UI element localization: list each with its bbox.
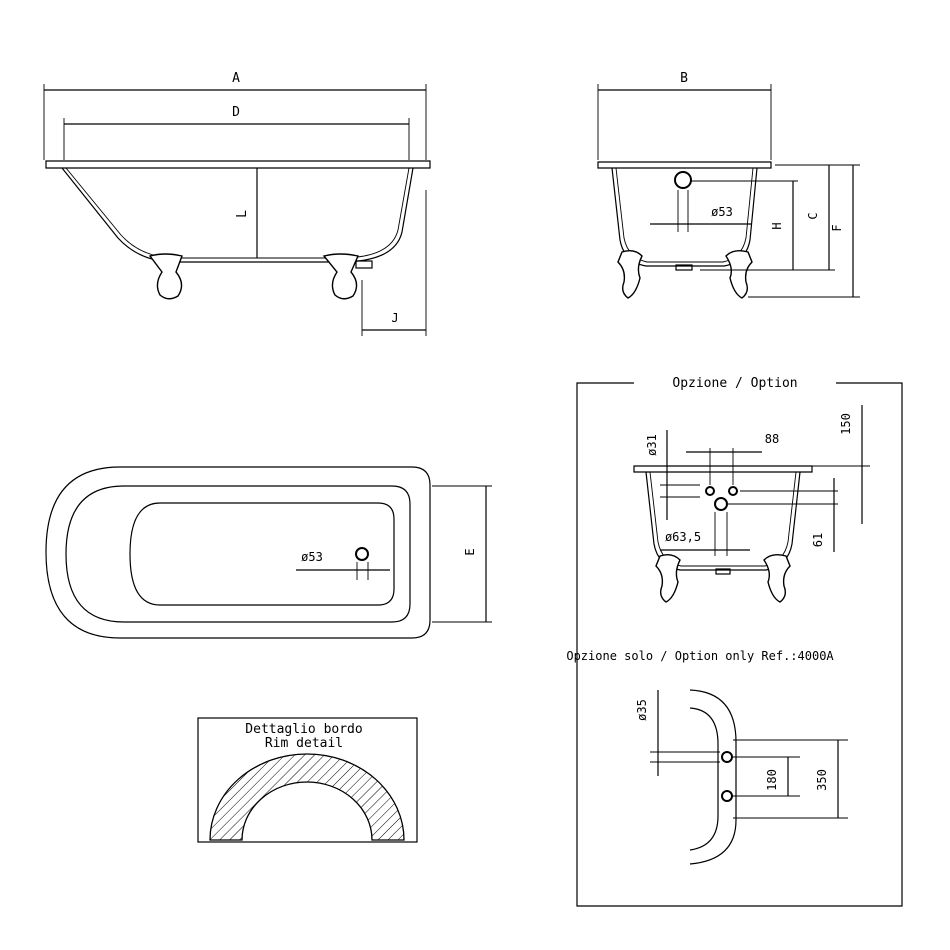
dim-E-label: E bbox=[463, 548, 477, 555]
dim-H-label: H bbox=[770, 222, 784, 229]
end-view: B ø53 H C F bbox=[597, 71, 860, 299]
option-box: Opzione / Option 88 ø31 ø63,5 150 bbox=[566, 376, 903, 907]
dim-C-label: C bbox=[806, 212, 820, 219]
opt-dim-350-label: 350 bbox=[815, 769, 829, 791]
opt-dim-phi35-label: ø35 bbox=[635, 699, 649, 721]
end-foot-right bbox=[725, 249, 753, 299]
claw-foot-right bbox=[322, 253, 359, 300]
rim-detail-title: Dettaglio bordo bbox=[245, 722, 362, 737]
dim-B-label: B bbox=[680, 71, 688, 86]
top-view: ø53 E bbox=[45, 466, 492, 639]
opt-dim-61-label: 61 bbox=[811, 533, 825, 547]
dim-A-label: A bbox=[232, 71, 240, 86]
opt-dim-88-label: 88 bbox=[765, 432, 779, 446]
end-foot-left bbox=[617, 249, 643, 299]
dim-F-label: F bbox=[830, 224, 844, 231]
dim-phi53-side-label: ø53 bbox=[711, 205, 733, 219]
rim-detail: Dettaglio bordo Rim detail bbox=[197, 717, 418, 843]
dim-phi53-top-label: ø53 bbox=[301, 550, 323, 564]
claw-foot-left bbox=[148, 253, 183, 300]
side-view: A D L J bbox=[43, 71, 431, 336]
opt-dim-150-label: 150 bbox=[839, 413, 853, 435]
option-only-label: Opzione solo / Option only Ref.:4000A bbox=[566, 649, 834, 663]
opt-dim-180-label: 180 bbox=[765, 769, 779, 791]
dim-L-label: L bbox=[235, 210, 250, 218]
opt-dim-phi31-label: ø31 bbox=[645, 434, 659, 456]
dim-D-label: D bbox=[232, 105, 240, 120]
dim-J-label: J bbox=[391, 311, 398, 325]
opt-dim-phi635-label: ø63,5 bbox=[665, 530, 701, 544]
rim-detail-subtitle: Rim detail bbox=[265, 736, 343, 751]
option-title: Opzione / Option bbox=[672, 376, 797, 391]
